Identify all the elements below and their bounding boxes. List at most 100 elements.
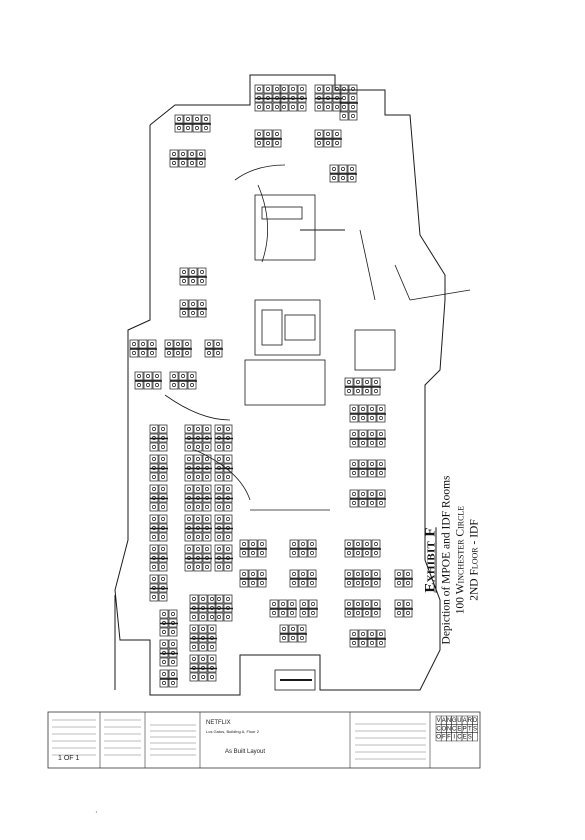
cubicle <box>214 454 224 464</box>
chair <box>152 445 156 449</box>
chair <box>379 492 383 496</box>
chair <box>187 505 191 509</box>
cubicle <box>143 371 153 381</box>
cubicle <box>254 138 264 148</box>
cubicle-cluster <box>239 569 267 588</box>
chair <box>342 87 346 91</box>
cubicle <box>279 84 289 94</box>
chair <box>310 572 314 576</box>
exhibit-title: Exhibit F <box>422 527 439 593</box>
chair <box>226 427 230 431</box>
cubicle <box>362 377 372 387</box>
cubicle <box>178 158 188 168</box>
chair <box>292 572 296 576</box>
cubicle <box>189 672 199 682</box>
cubicle-cluster <box>129 339 157 358</box>
chair <box>217 535 221 539</box>
chair <box>182 302 186 306</box>
cubicle <box>367 413 377 423</box>
cubicle <box>307 569 317 579</box>
idf-room <box>274 669 316 691</box>
chair <box>201 597 205 601</box>
cubicle-cluster <box>329 164 357 183</box>
cubicle <box>376 638 386 648</box>
cubicle-cluster <box>349 404 386 423</box>
cubicle <box>214 544 224 554</box>
logo-letter: C <box>457 735 462 741</box>
chair <box>347 380 351 384</box>
cubicle <box>239 569 249 579</box>
cubicle <box>223 544 233 554</box>
cubicle <box>307 539 317 549</box>
cubicle <box>149 592 159 602</box>
chair <box>379 641 383 645</box>
cubicle <box>189 624 199 634</box>
logo-letter: R <box>468 718 473 724</box>
chair <box>196 457 200 461</box>
cubicle-cluster <box>349 629 386 648</box>
cubicle-cluster <box>149 574 168 602</box>
cubicle <box>349 438 359 448</box>
chair <box>181 152 185 156</box>
chair <box>226 505 230 509</box>
title-block: NETFLIX Los Gatos, Building A, Floor 2 A… <box>47 711 481 769</box>
cubicle <box>149 532 159 542</box>
chair <box>207 342 211 346</box>
cubicle-cluster <box>184 454 212 482</box>
cubicle <box>347 173 357 183</box>
cubicle <box>184 472 194 482</box>
logo-letter: U <box>457 718 461 724</box>
cubicle <box>184 484 194 494</box>
cubicle <box>371 599 381 609</box>
cubicle <box>134 371 144 381</box>
cubicle-cluster <box>344 599 381 618</box>
cubicle <box>138 348 148 358</box>
cubicle-cluster <box>169 371 197 390</box>
chair <box>272 602 276 606</box>
chair <box>181 161 185 165</box>
cubicle <box>367 489 377 499</box>
chair <box>205 445 209 449</box>
cubicle <box>149 502 159 512</box>
chair <box>406 572 410 576</box>
chair <box>182 270 186 274</box>
chair <box>326 105 330 109</box>
chair <box>195 126 199 130</box>
cubicle-cluster <box>184 544 212 572</box>
chair <box>351 96 355 100</box>
cubicle <box>159 627 169 637</box>
logo-letter: S <box>473 726 477 732</box>
cubicle <box>349 459 359 469</box>
cubicle <box>168 639 178 649</box>
chair <box>217 505 221 509</box>
cubicle <box>339 84 349 94</box>
chair <box>191 270 195 274</box>
exhibit-floor: 2ND Floor - IDF <box>468 519 481 601</box>
chair <box>191 311 195 315</box>
cubicle <box>344 608 354 618</box>
cubicle <box>198 654 208 664</box>
chair <box>356 389 360 393</box>
wall-segment <box>409 289 471 301</box>
chair <box>370 501 374 505</box>
cubicle <box>182 339 192 349</box>
chair <box>370 641 374 645</box>
chair <box>266 132 270 136</box>
chair <box>361 471 365 475</box>
cubicle <box>202 532 212 542</box>
cubicle <box>183 114 193 124</box>
cubicle <box>353 386 363 396</box>
chair <box>374 551 378 555</box>
chair <box>172 152 176 156</box>
chair <box>365 542 369 546</box>
chair <box>207 351 211 355</box>
cubicle <box>184 532 194 542</box>
cubicle <box>193 484 203 494</box>
chair <box>162 630 166 634</box>
cubicle <box>323 129 333 139</box>
chair <box>374 581 378 585</box>
cubicle <box>339 93 349 103</box>
cubicle <box>278 599 288 609</box>
cubicle <box>178 371 188 381</box>
chair <box>260 551 264 555</box>
